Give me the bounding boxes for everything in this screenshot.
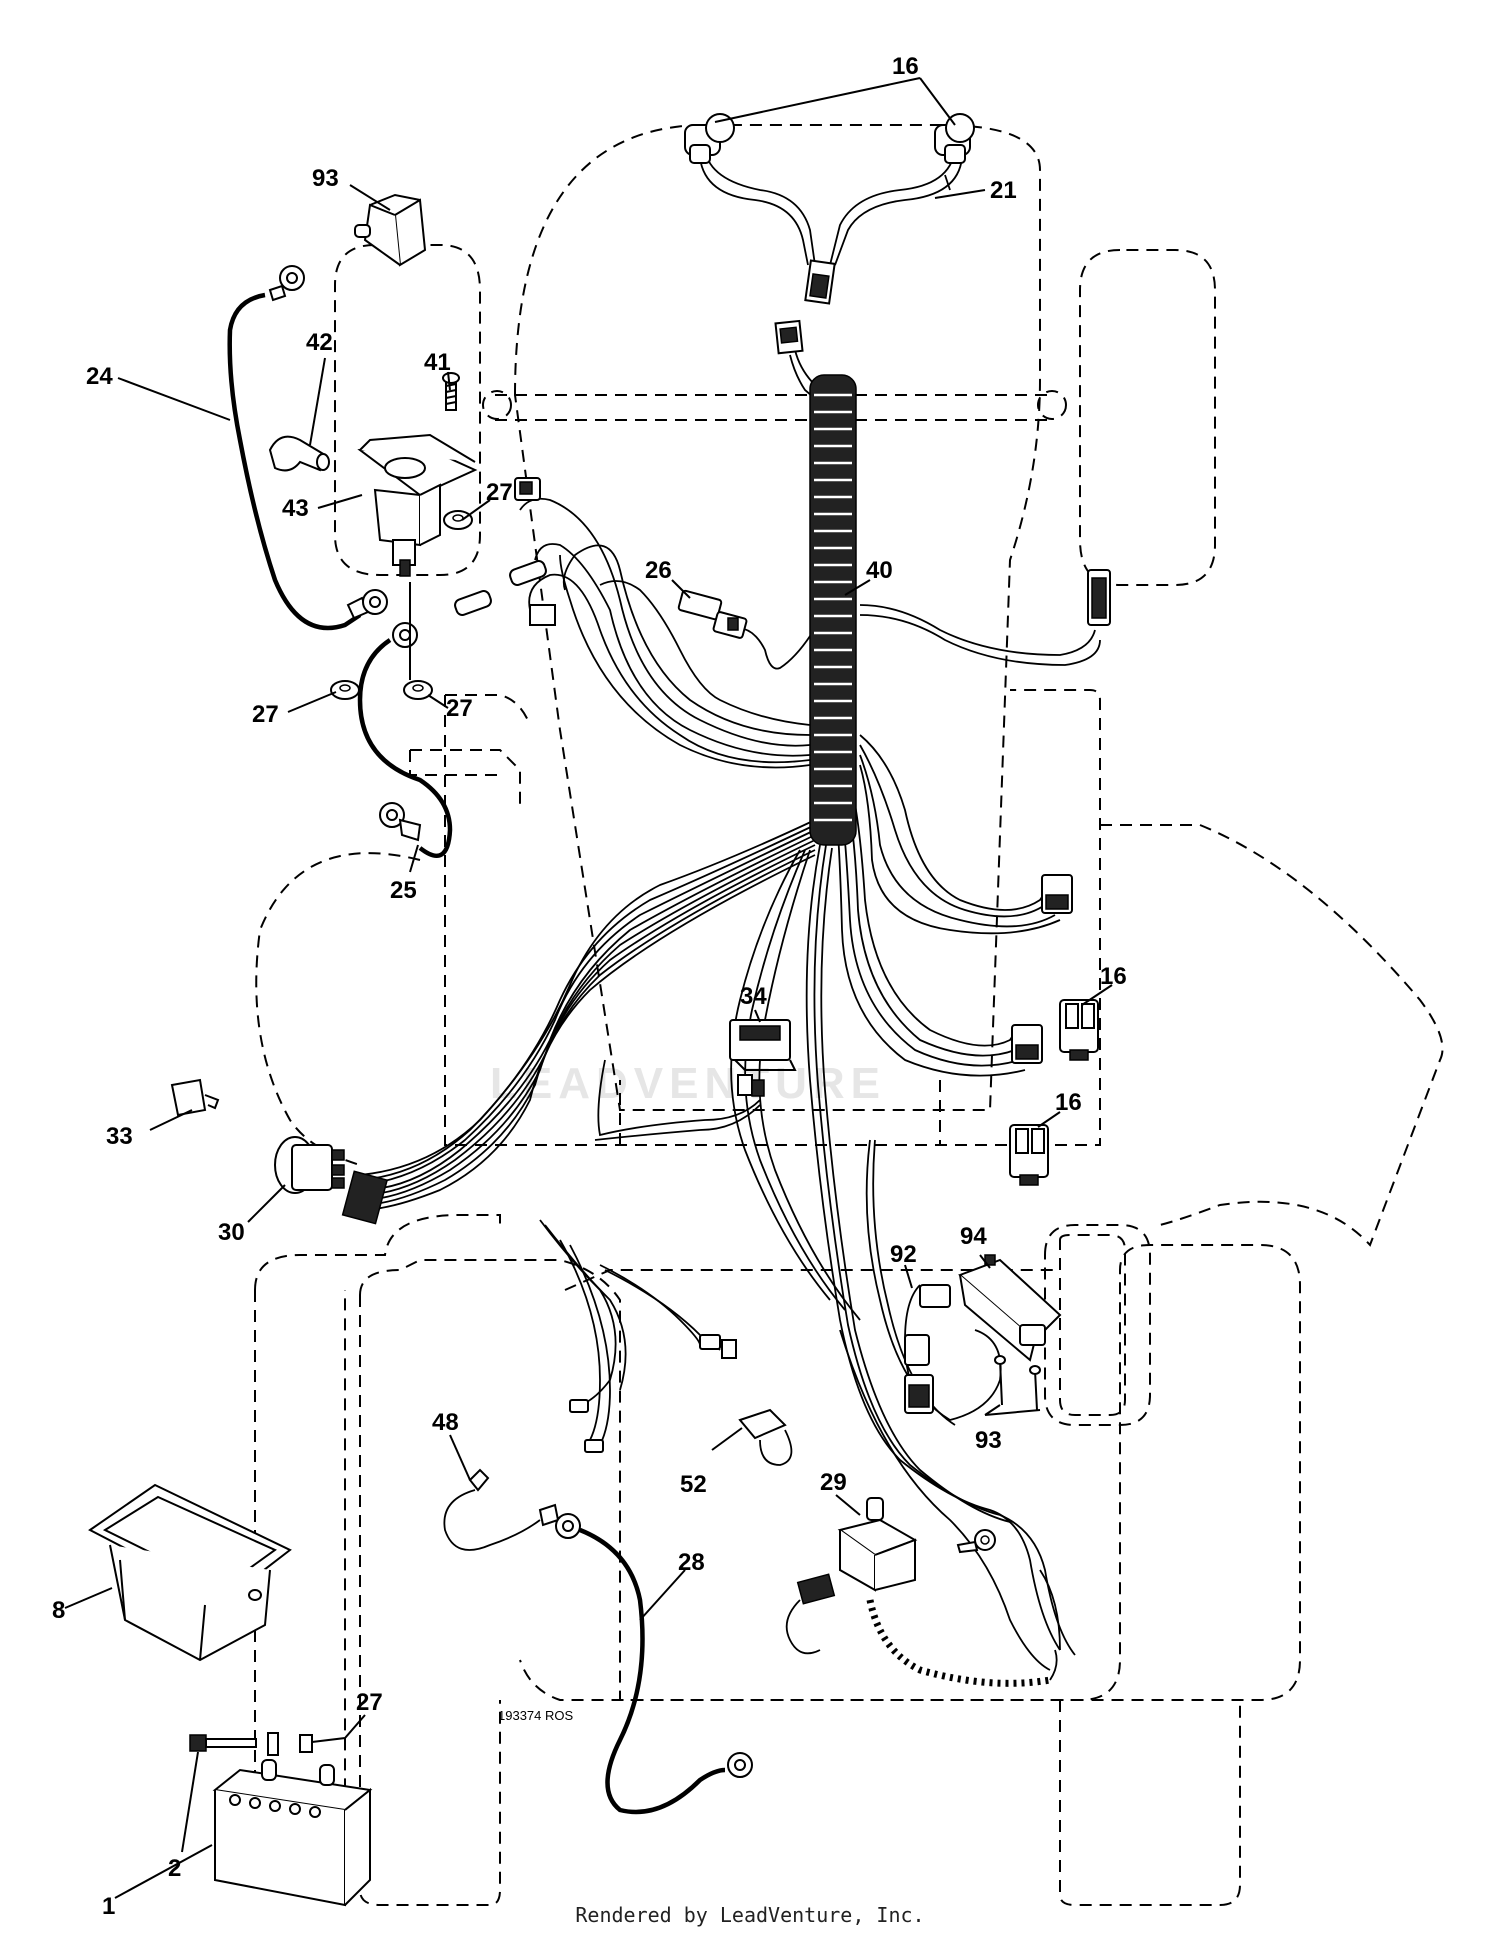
callout-94: 94 bbox=[960, 1223, 987, 1250]
callout-24: 24 bbox=[86, 363, 113, 390]
headlight-left bbox=[684, 113, 735, 164]
callout-93: 93 bbox=[975, 1427, 1002, 1454]
seat-switch-terminals bbox=[569, 1334, 737, 1453]
callout-52: 52 bbox=[680, 1471, 707, 1498]
ignition-key bbox=[170, 1078, 220, 1117]
battery bbox=[212, 1759, 373, 1907]
callout-41: 41 bbox=[424, 349, 451, 376]
mounting-screws bbox=[994, 1355, 1041, 1411]
callout-40: 40 bbox=[866, 557, 893, 584]
fuse-wire bbox=[443, 1468, 560, 1551]
callout-25: 25 bbox=[390, 877, 417, 904]
headlight-right bbox=[934, 113, 975, 164]
callout-33: 33 bbox=[106, 1123, 133, 1150]
harness-connector-upper bbox=[1041, 874, 1073, 914]
callout-42: 42 bbox=[306, 329, 333, 356]
terminal-boot bbox=[268, 435, 330, 472]
interlock-connector bbox=[904, 1284, 951, 1414]
bullet-connector bbox=[454, 560, 547, 616]
footer-credit: Rendered by LeadVenture, Inc. bbox=[575, 1903, 925, 1927]
callout-90: 93 bbox=[312, 165, 339, 192]
callout-26: 26 bbox=[645, 557, 672, 584]
callout-29: 29 bbox=[820, 1469, 847, 1496]
starter-solenoid bbox=[357, 433, 478, 577]
callout-27-battery: 27 bbox=[356, 1689, 383, 1716]
callout-1: 1 bbox=[102, 1893, 115, 1920]
main-wiring-harness bbox=[359, 149, 1101, 1671]
harness-connector-lower bbox=[1011, 1024, 1043, 1064]
ground-terminal bbox=[529, 604, 556, 626]
hex-nut-upper bbox=[443, 510, 473, 530]
callout-27-right: 27 bbox=[446, 695, 473, 722]
battery-tray bbox=[88, 1483, 292, 1662]
hex-nut-right bbox=[403, 680, 433, 700]
positive-battery-cable bbox=[227, 265, 388, 631]
callout-92: 92 bbox=[890, 1241, 917, 1268]
right-side-connector bbox=[1087, 569, 1111, 626]
callout-21: 21 bbox=[990, 177, 1017, 204]
corrugated-loom bbox=[809, 374, 857, 846]
callout-30: 30 bbox=[218, 1219, 245, 1246]
callout-28: 28 bbox=[678, 1549, 705, 1576]
solenoid-bolt bbox=[442, 372, 460, 411]
starter-cable bbox=[357, 622, 453, 859]
drawing-number: 193374 ROS bbox=[498, 1708, 573, 1723]
callout-43: 43 bbox=[282, 495, 309, 522]
lighter-plug bbox=[354, 193, 427, 267]
callout-16-upper: 16 bbox=[1100, 963, 1127, 990]
watermark: LEADVENTURE bbox=[490, 1059, 886, 1108]
callout-16-lower: 16 bbox=[1055, 1089, 1082, 1116]
leader-lines bbox=[64, 77, 1113, 1899]
fuse-holder bbox=[514, 477, 541, 501]
hex-nut-left bbox=[330, 680, 360, 700]
ignition-switch bbox=[274, 1136, 345, 1194]
pto-switch bbox=[729, 1019, 797, 1097]
diode-connector bbox=[677, 589, 748, 639]
control-module bbox=[958, 1254, 1062, 1362]
callout-27-left: 27 bbox=[252, 701, 279, 728]
headlight-connector bbox=[774, 259, 836, 355]
brake-switch bbox=[785, 1497, 918, 1655]
battery-terminal-bolt bbox=[189, 1732, 313, 1756]
callout-34: 34 bbox=[740, 983, 767, 1010]
negative-battery-cable bbox=[555, 1513, 753, 1815]
callout-22: 16 bbox=[892, 53, 919, 80]
safety-switch-lower bbox=[1009, 1124, 1049, 1186]
ground-ring-terminal bbox=[956, 1529, 996, 1554]
ignition-connector bbox=[341, 1170, 389, 1225]
callout-48: 48 bbox=[432, 1409, 459, 1436]
callout-27-upper: 27 bbox=[486, 479, 513, 506]
callout-2: 2 bbox=[168, 1855, 181, 1882]
callout-labels: 16 21 93 42 41 24 43 27 27 27 25 26 40 1… bbox=[52, 53, 1127, 1920]
resistor-plug bbox=[738, 1408, 793, 1466]
callout-8: 8 bbox=[52, 1597, 65, 1624]
safety-switch-upper bbox=[1059, 999, 1099, 1061]
coiled-cord bbox=[866, 1599, 1058, 1687]
